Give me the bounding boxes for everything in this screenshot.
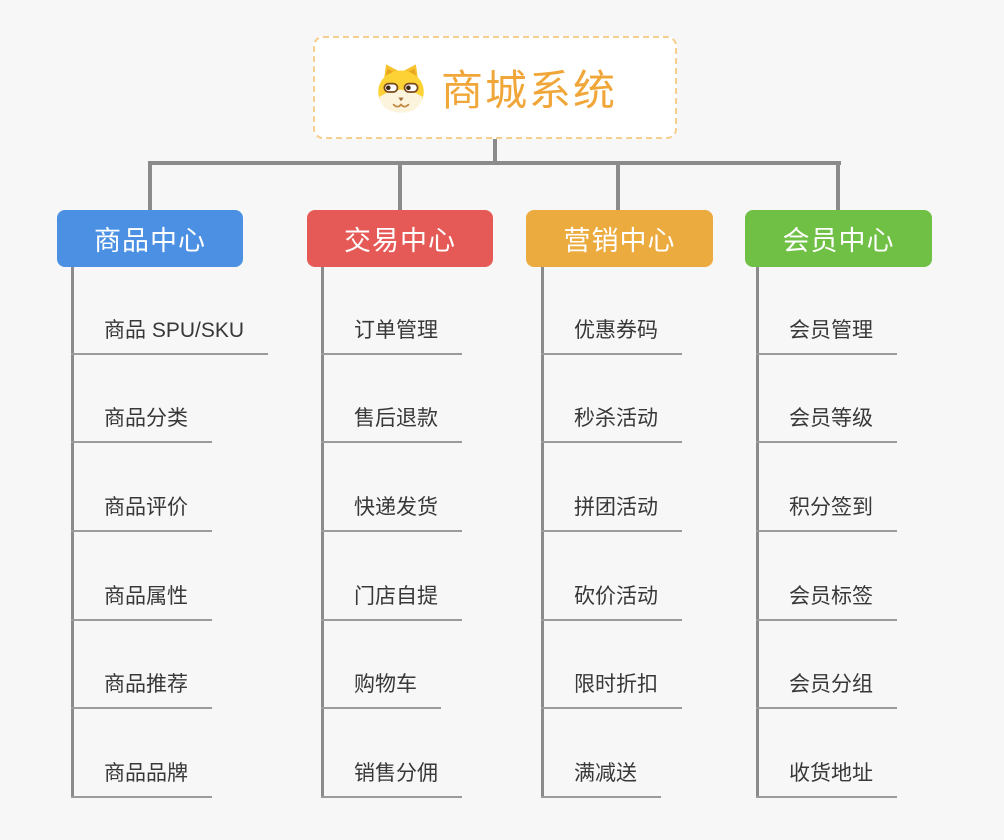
leaf-node[interactable]: 商品品牌 <box>71 760 212 798</box>
leaf-node[interactable]: 会员分组 <box>756 671 897 709</box>
leaf-node[interactable]: 会员标签 <box>756 583 897 621</box>
root-node-mall-system[interactable]: 商城系统 <box>313 36 677 139</box>
connector-stub-product <box>148 161 152 211</box>
leaf-node[interactable]: 优惠券码 <box>541 317 682 355</box>
trunk-line-trade <box>321 267 324 798</box>
branch-node-trade-center[interactable]: 交易中心 <box>307 210 493 267</box>
leaf-node[interactable]: 砍价活动 <box>541 583 682 621</box>
leaf-node[interactable]: 秒杀活动 <box>541 405 682 443</box>
leaf-node[interactable]: 收货地址 <box>756 760 897 798</box>
root-title: 商城系统 <box>440 67 617 114</box>
leaf-node[interactable]: 会员管理 <box>756 317 897 355</box>
leaf-node[interactable]: 商品评价 <box>71 494 212 532</box>
trunk-line-member <box>756 267 759 798</box>
leaf-node[interactable]: 购物车 <box>321 671 441 709</box>
leaf-node[interactable]: 商品 SPU/SKU <box>71 317 269 355</box>
leaf-node[interactable]: 门店自提 <box>321 583 462 621</box>
leaf-node[interactable]: 会员等级 <box>756 405 897 443</box>
connector-root-drop <box>493 139 497 164</box>
leaf-node[interactable]: 商品属性 <box>71 583 212 621</box>
branch-node-member-center[interactable]: 会员中心 <box>745 210 932 267</box>
leaf-node[interactable]: 销售分佣 <box>321 760 462 798</box>
leaf-node[interactable]: 限时折扣 <box>541 671 682 709</box>
branch-node-product-center[interactable]: 商品中心 <box>57 210 243 267</box>
connector-stub-trade <box>398 161 402 211</box>
dog-face-icon <box>378 63 424 112</box>
connector-horizontal <box>148 161 841 165</box>
leaf-node[interactable]: 商品分类 <box>71 405 212 443</box>
leaf-node[interactable]: 售后退款 <box>321 405 462 443</box>
leaf-node[interactable]: 订单管理 <box>321 317 462 355</box>
leaf-node[interactable]: 商品推荐 <box>71 671 212 709</box>
leaf-node[interactable]: 积分签到 <box>756 494 897 532</box>
leaf-node[interactable]: 满减送 <box>541 760 661 798</box>
connector-stub-member <box>836 161 840 211</box>
trunk-line-marketing <box>541 267 544 798</box>
trunk-line-product <box>71 267 74 798</box>
leaf-node[interactable]: 快递发货 <box>321 494 462 532</box>
leaf-node[interactable]: 拼团活动 <box>541 494 682 532</box>
branch-node-marketing-center[interactable]: 营销中心 <box>526 210 713 267</box>
connector-stub-marketing <box>616 161 620 211</box>
